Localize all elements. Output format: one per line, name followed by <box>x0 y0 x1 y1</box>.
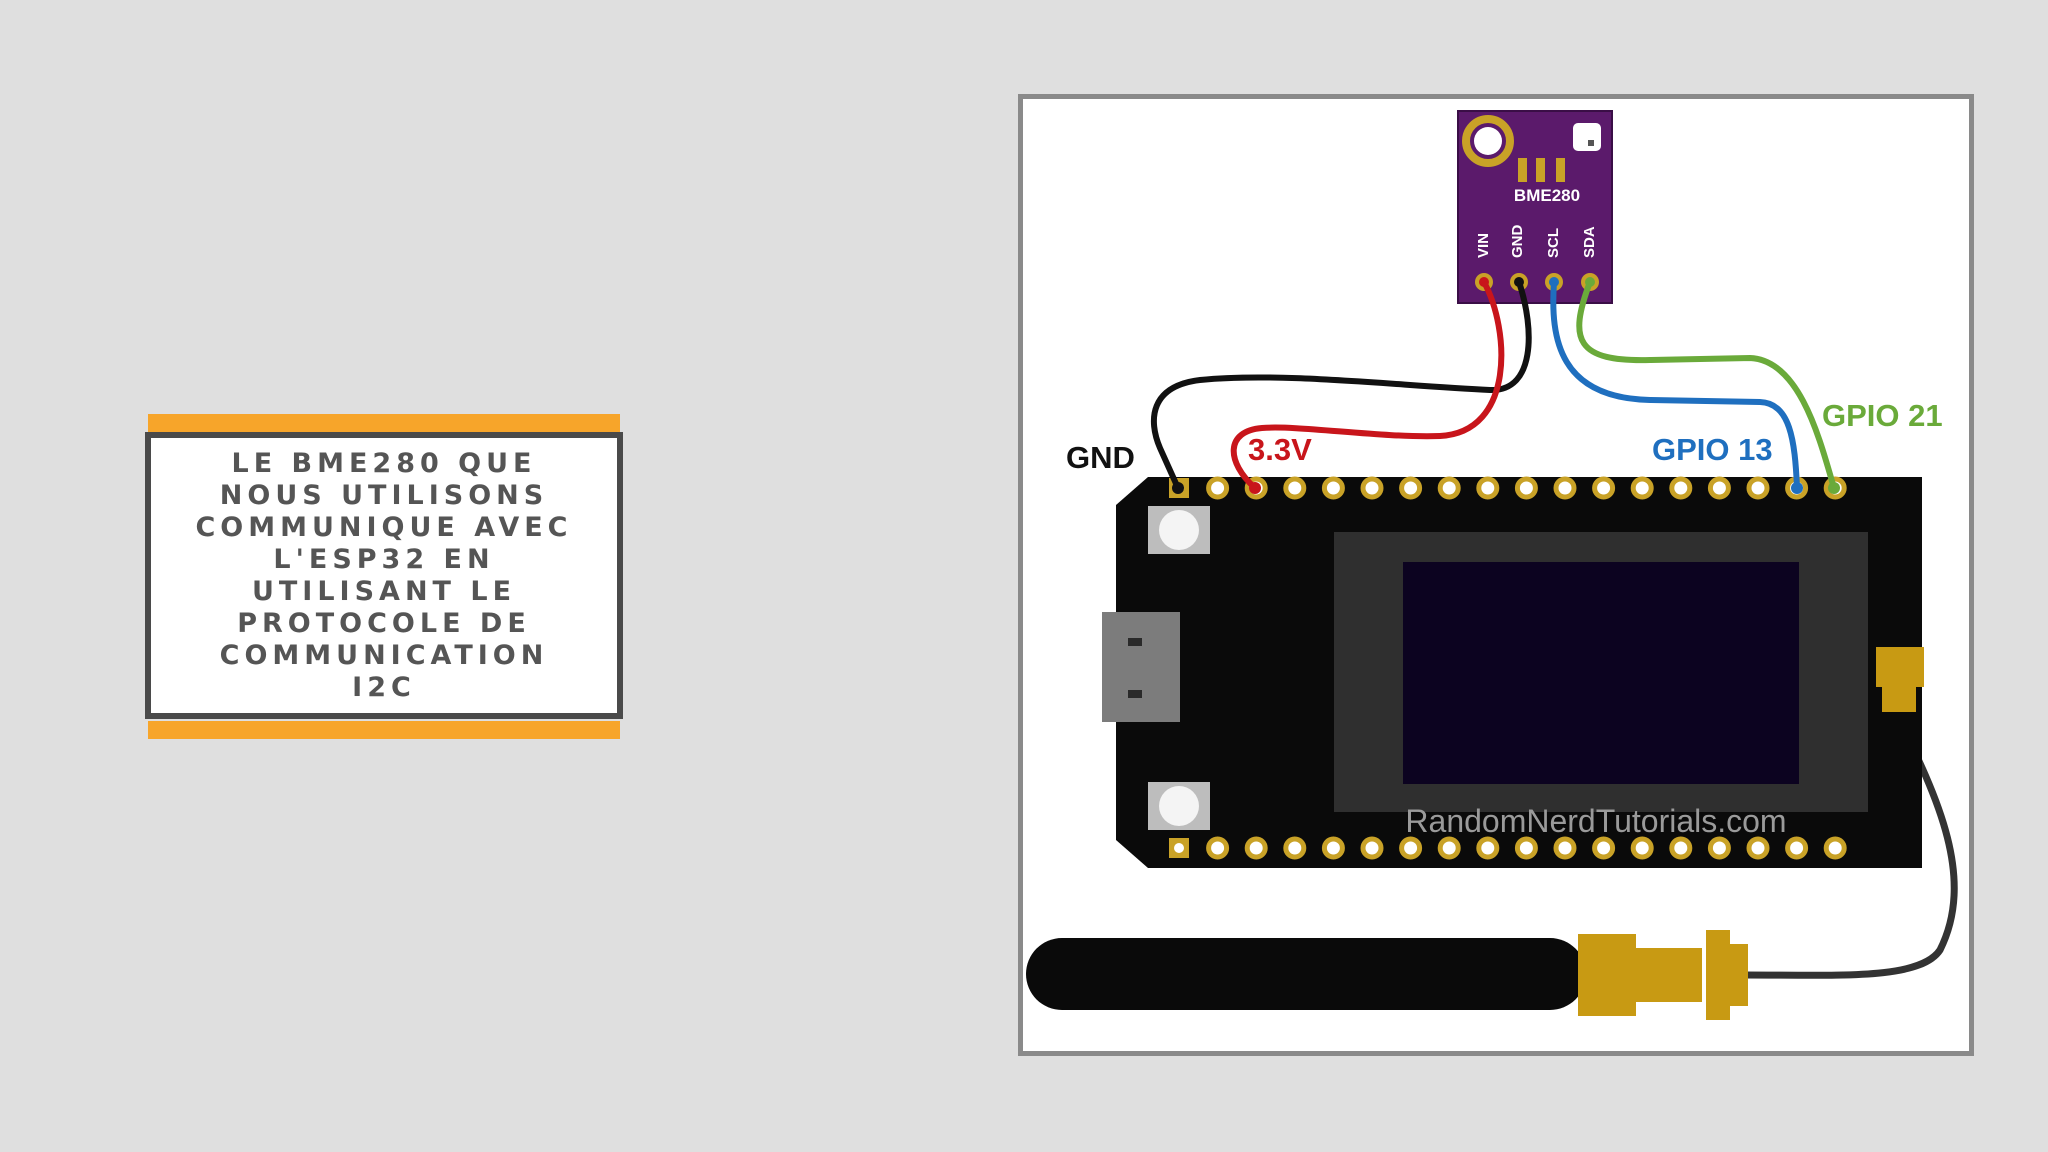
bottom-header-pin <box>1283 836 1307 860</box>
top-header-pin <box>1206 476 1230 500</box>
top-header-pin <box>1476 476 1500 500</box>
esp32-board: RandomNerdTutorials.com <box>1102 476 1924 868</box>
top-header-pin <box>1399 476 1423 500</box>
top-header-pin <box>1630 476 1654 500</box>
label-gnd: GND <box>1066 440 1135 475</box>
caption-accent-top <box>148 414 620 432</box>
label-gpio21: GPIO 21 <box>1822 398 1943 433</box>
sensor-pin-label-gnd: GND <box>1509 225 1526 259</box>
bottom-header-pin <box>1746 836 1770 860</box>
caption-accent-bottom <box>148 721 620 739</box>
label-gpio13: GPIO 13 <box>1652 432 1773 467</box>
label-3v3: 3.3V <box>1248 432 1312 467</box>
bottom-header-pin <box>1399 836 1423 860</box>
bottom-header-pin <box>1785 836 1809 860</box>
bottom-header-pin <box>1321 836 1345 860</box>
bme280-sensor: BME280 VIN GND SCL SDA <box>1457 110 1613 304</box>
top-header-pin <box>1321 476 1345 500</box>
bottom-pin-row <box>1169 836 1847 860</box>
bottom-header-pin-hole <box>1174 843 1184 853</box>
wire-sda <box>1576 280 1837 489</box>
sensor-pin-label-scl: SCL <box>1545 228 1562 258</box>
bottom-header-pin <box>1707 836 1731 860</box>
bottom-header-pin <box>1437 836 1461 860</box>
sensor-pin-label-sda: SDA <box>1581 226 1598 258</box>
bottom-header-pin <box>1630 836 1654 860</box>
wire-gnd <box>1150 281 1532 490</box>
bottom-header-pin <box>1553 836 1577 860</box>
top-header-pin <box>1437 476 1461 500</box>
bottom-header-pin <box>1669 836 1693 860</box>
top-header-pin <box>1746 476 1770 500</box>
top-header-pin <box>1592 476 1616 500</box>
antenna <box>1026 708 1958 1020</box>
sensor-name: BME280 <box>1514 186 1580 205</box>
wire-3v3 <box>1230 280 1505 491</box>
wires <box>1150 280 1840 494</box>
top-header-pin <box>1707 476 1731 500</box>
top-header-pin <box>1669 476 1693 500</box>
caption-card: LE BME280 QUE NOUS UTILISONS COMMUNIQUE … <box>145 414 623 739</box>
bottom-header-pin <box>1360 836 1384 860</box>
bottom-header-pin <box>1206 836 1230 860</box>
bottom-header-pin <box>1514 836 1538 860</box>
top-header-pin <box>1283 476 1307 500</box>
bottom-header-pin <box>1244 836 1268 860</box>
top-header-pin <box>1553 476 1577 500</box>
sensor-pin-label-vin: VIN <box>1475 233 1492 258</box>
top-header-pin <box>1514 476 1538 500</box>
bottom-header-pin <box>1823 836 1847 860</box>
caption-text: LE BME280 QUE NOUS UTILISONS COMMUNIQUE … <box>195 447 573 703</box>
bottom-header-pin <box>1476 836 1500 860</box>
wire-scl <box>1550 281 1800 489</box>
watermark: RandomNerdTutorials.com <box>1405 803 1786 839</box>
bottom-header-pin <box>1592 836 1616 860</box>
top-header-pin <box>1360 476 1384 500</box>
caption-box: LE BME280 QUE NOUS UTILISONS COMMUNIQUE … <box>145 432 623 719</box>
